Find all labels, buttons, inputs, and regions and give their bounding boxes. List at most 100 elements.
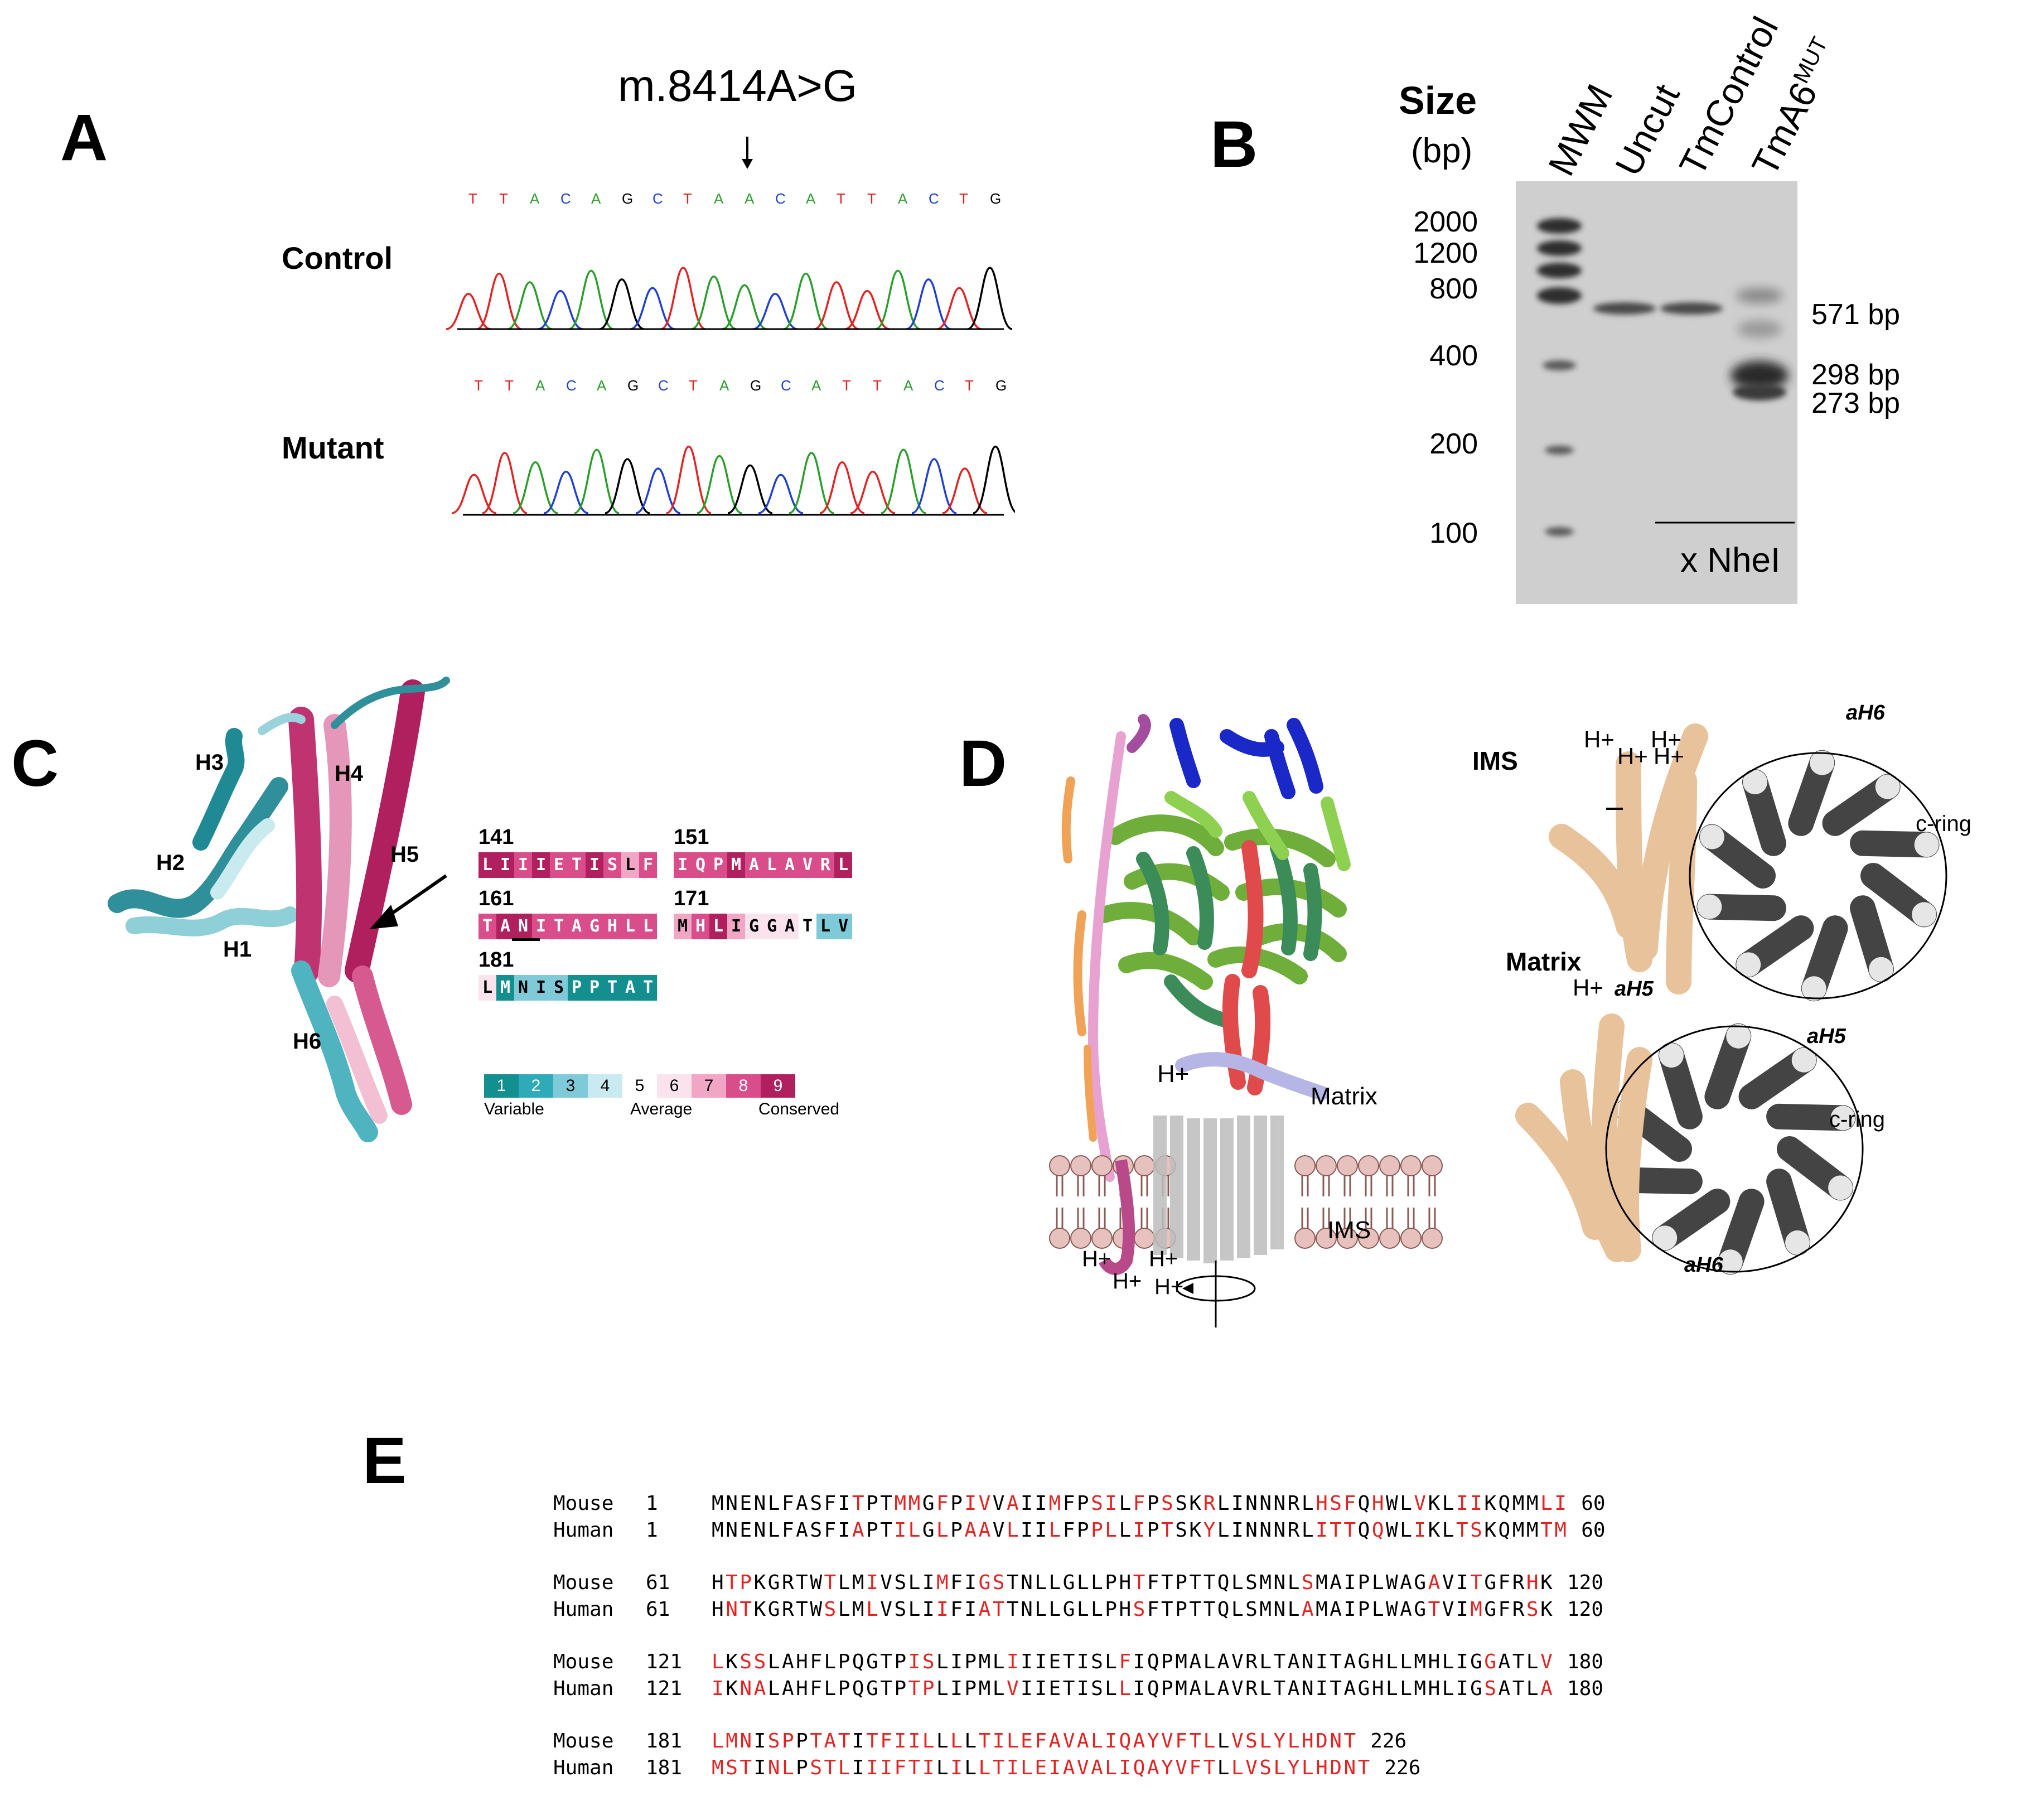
mutation-underline [512,938,540,941]
c-subunit-end [1718,1249,1743,1275]
residue-cell: I [532,914,550,939]
scale-cell: 5 [622,1074,657,1098]
trace-peak [906,278,951,330]
control-trace [446,267,1013,330]
trace-peak [599,278,645,330]
base-letter: T [689,377,698,394]
residue-cell: L [763,852,781,878]
cring-label-mat: c-ring [1829,1107,1885,1132]
base-letter: G [750,377,761,394]
residue-cell: E [550,852,568,878]
ladder-400: 400 [1429,340,1478,372]
c-subunit-end [1659,1043,1684,1068]
residue-cell: G [763,914,781,939]
residue-cell: L [639,914,657,939]
species-name: Mouse [553,1492,614,1515]
trace-peak [967,267,1013,330]
base-letter: C [560,190,571,207]
panel-label-a: A [60,101,108,175]
base-letter: A [535,377,545,394]
c-subunit-end [1726,1024,1751,1049]
lipid-head [1379,1155,1400,1176]
residue-cell: R [816,852,834,878]
base-letter: T [683,190,692,207]
ims-label-d: IMS [1327,1216,1371,1244]
residue-cell: N [514,975,532,1001]
block-pos-151: 151 [674,825,709,849]
lipid-head [1070,1155,1091,1176]
sequence-line: MNENLFASFITPTMMGFPIVVAIIMFPSILFPSSKRLINN… [712,1492,1569,1515]
base-letter: A [745,190,755,207]
trace-peak [568,269,614,330]
trace-peak [476,272,522,330]
residue-cell: L [478,975,496,1001]
trace-peak [538,289,583,330]
trace-peak [727,464,773,514]
proton-label-d1: H+ [1157,1060,1189,1088]
species-name: Human [553,1598,614,1621]
start-position: 121 [646,1677,683,1700]
residue-cell: P [568,975,586,1001]
start-position: 181 [646,1730,683,1753]
base-letter: T [837,190,845,207]
trace-peak [507,281,553,330]
trace-peak [666,445,712,514]
c-subunit-end [1652,1225,1678,1251]
residue-cell: I [514,852,532,878]
cring-matrix-view [1613,1023,1856,1275]
c-ring-top-views: H+ H+ H+ H+ IMS aH6 c-ring aH5 Matrix H+… [1472,701,1971,1277]
lipid-head [1049,1155,1070,1176]
cring-ims-view [1696,750,1940,1002]
ah5-label-ims: aH5 [1807,1025,1847,1048]
ladder-200: 200 [1429,428,1478,460]
lipid-head [1294,1155,1316,1176]
lipid-head [1316,1155,1337,1176]
lipid-head [1422,1155,1443,1176]
base-letter: A [811,377,821,394]
lipid-head [1294,1228,1316,1249]
end-position: 226 [1384,1756,1421,1779]
lipid-head [1337,1228,1358,1249]
sequence-line: HNTKGRTWSLMLVSLIIFIATTNLLGLLPHSFTPTTQLSM… [712,1598,1555,1621]
trace-peak [819,461,865,514]
scale-label-variable: Variable [484,1100,544,1118]
lipid-head [1379,1228,1400,1249]
ladder-100: 100 [1429,517,1478,549]
c-subunit-end [1828,1175,1853,1200]
base-letter: A [903,377,913,394]
start-position: 61 [646,1598,670,1621]
helix-label-h6: H6 [293,1029,321,1054]
block-pos-161: 161 [478,887,514,910]
residue-cell: A [745,852,763,878]
mutation-label: m.8414A>G [618,61,858,110]
c-subunit-end [1697,894,1722,919]
end-position: 120 [1567,1571,1604,1594]
base-letter: C [658,377,669,394]
lipid-head [1316,1228,1337,1249]
base-letter: C [781,377,791,394]
trace-peak [691,275,737,330]
end-position: 180 [1567,1650,1604,1673]
base-letter: C [566,377,577,394]
end-position: 180 [1567,1677,1604,1700]
base-letter: C [652,190,663,207]
lipid-head [1134,1228,1155,1249]
sequence-line: HTPKGRTWTLMIVSLIMFIGSTNLLGLLPHTFTPTTQLSM… [712,1571,1555,1594]
lipid-head [1422,1228,1443,1249]
c-subunit-end [1699,824,1724,849]
base-letter: A [591,190,601,207]
c-subunit-end [1801,976,1826,1001]
ladder-1200: 1200 [1413,237,1478,269]
ah6-label-ims: aH6 [1846,701,1886,725]
residue-cell: A [781,852,799,878]
size-unit: (bp) [1411,132,1473,170]
end-position: 60 [1581,1492,1606,1515]
base-letter: T [505,377,514,394]
species-name: Human [553,1756,614,1779]
species-name: Human [553,1677,614,1700]
residue-cell: I [532,852,550,878]
start-position: 1 [646,1519,658,1542]
trace-peak [630,287,675,330]
cring-label-ims: c-ring [1916,812,1971,836]
